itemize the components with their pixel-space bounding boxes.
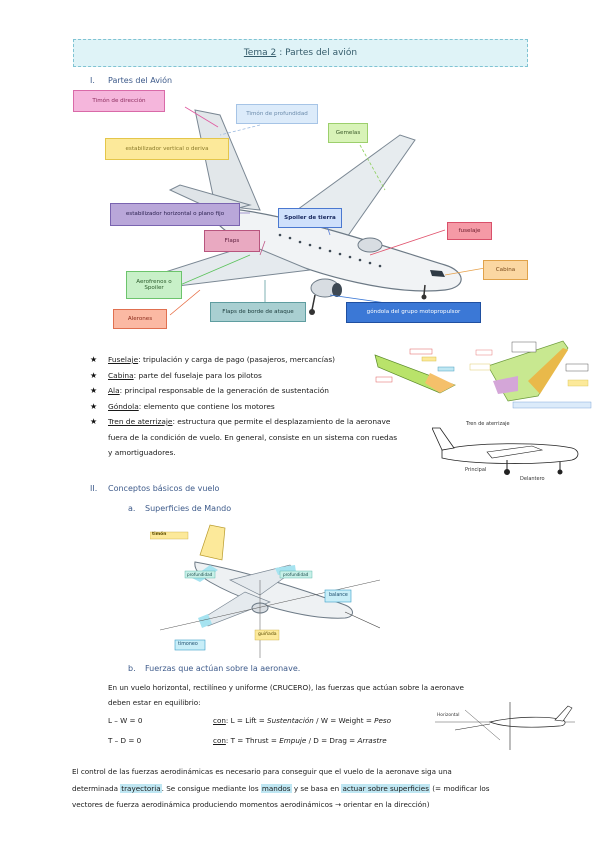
mando-label-timoneo: timoneo (178, 642, 198, 647)
star-icon: ★ (90, 386, 98, 395)
equation-2-lhs: T – D = 0 (108, 736, 142, 745)
section-1-number: I. (90, 76, 95, 85)
forces-horizontal-label: Horizontal (437, 713, 460, 718)
star-icon: ★ (90, 370, 98, 380)
forces-paragraph: En un vuelo horizontal, rectilíneo y uni… (108, 683, 464, 707)
label-gemelas: Gemelas (328, 123, 368, 143)
highlight-trayectoria: trayectoria (120, 783, 162, 793)
list-item: ★Cabina: parte del fuselaje para los pil… (90, 368, 425, 384)
tren-line-3: y amortiguadores. (108, 448, 176, 457)
landing-gear-diagram (432, 427, 579, 475)
label-fuselaje: fuselaje (447, 222, 492, 240)
sub-b-title: Fuerzas que actúan sobre la aeronave. (145, 664, 301, 673)
equation-2-rhs: con: T = Thrust = Empuje / D = Drag = Ar… (213, 736, 387, 745)
tren-line-2: fuera de la condición de vuelo. En gener… (108, 432, 398, 442)
mando-label-balance: balance (329, 593, 348, 598)
wing-diagram-2 (469, 340, 592, 409)
section-1-title: Partes del Avión (108, 76, 173, 85)
list-item: ★Fuselaje: tripulación y carga de pago (… (90, 352, 425, 368)
control-paragraph: El control de las fuerzas aerodinámicas … (72, 767, 490, 809)
label-flaps: Flaps (204, 230, 260, 252)
label-flaps-borde-ataque: Flaps de borde de ataque (210, 302, 306, 322)
label-timon-direccion: Timón de dirección (73, 90, 165, 112)
page-title: : Partes del avión (279, 48, 358, 58)
tren-delantero-label: Delantero (520, 476, 545, 482)
mando-label-timon: timón (152, 532, 167, 537)
list-item: ★Ala: principal responsable de la genera… (90, 383, 425, 399)
star-icon: ★ (90, 417, 98, 426)
tren-principal-label: Principal (465, 467, 487, 473)
highlight-mandos: mandos (260, 783, 292, 793)
mando-label-guinada: guiñada (258, 632, 277, 637)
label-spoiler: Spoiler de tierra (278, 208, 342, 228)
equation-1-rhs: con: L = Lift = Sustentación / W = Weigh… (213, 716, 392, 725)
highlight-actuar: actuar sobre superficies (341, 783, 430, 793)
list-item: ★Tren de aterrizaje: estructura que perm… (90, 414, 425, 430)
equation-1-lhs: L – W = 0 (108, 716, 143, 725)
sub-a-title: Superficies de Mando (145, 504, 232, 513)
section-2-title: Conceptos básicos de vuelo (108, 484, 220, 493)
list-item: ★Góndola: elemento que contiene los moto… (90, 399, 425, 415)
parts-bullet-list: ★Fuselaje: tripulación y carga de pago (… (90, 352, 425, 461)
star-icon: ★ (90, 355, 98, 364)
wing-diagram-1 (374, 348, 456, 394)
page-title-box: Tema 2 : Partes del avión (73, 39, 528, 67)
label-estabilizador-vertical: estabilizador vertical o deriva (105, 138, 229, 160)
sub-a-letter: a. (128, 504, 136, 513)
mando-label-profundidad-right: profundidad (283, 572, 309, 577)
label-estabilizador-horizontal: estabilizador horizontal o plano fijo (110, 203, 240, 226)
star-icon: ★ (90, 401, 98, 411)
sub-b-letter: b. (128, 664, 136, 673)
label-gondola: góndola del grupo motopropulsor (346, 302, 481, 323)
tema-label: Tema 2 (243, 48, 277, 58)
label-aerofrenos: Aerofrenos o Spoiler (126, 271, 182, 299)
label-cabina: Cabina (483, 260, 528, 280)
section-2-number: II. (90, 484, 98, 493)
label-timon-profundidad: Timón de profundidad (236, 104, 318, 124)
mando-label-profundidad-left: profundidad (187, 572, 213, 577)
forces-diagram (435, 702, 575, 750)
tren-figure-title: Tren de aterrizaje (466, 421, 510, 427)
control-surfaces-diagram (150, 524, 380, 658)
label-alerones: Alerones (113, 309, 167, 329)
